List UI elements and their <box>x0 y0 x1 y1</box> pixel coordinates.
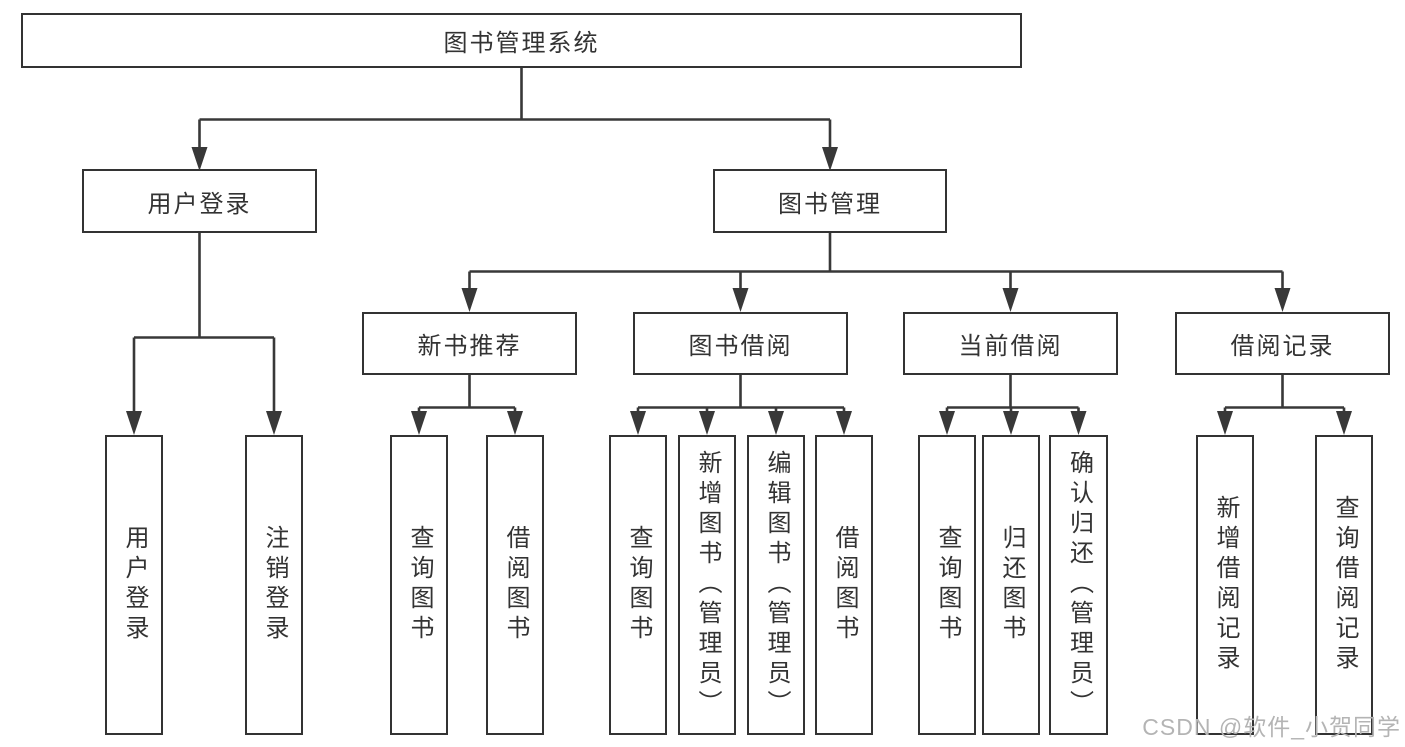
node-label: 借阅图书 <box>502 525 529 645</box>
connector-records-trunk <box>1225 375 1344 409</box>
node-label: 新书推荐 <box>417 333 522 360</box>
leaf-edit-book-admin: 编辑图书（管理员） <box>747 435 805 735</box>
leaf-user-login: 用户登录 <box>105 435 163 735</box>
node-label: 查询图书 <box>934 525 961 645</box>
node-label: 注销登录 <box>261 525 288 645</box>
node-label: 借阅图书 <box>831 525 858 645</box>
node-label: 当前借阅 <box>958 333 1063 360</box>
connector-book-management-trunk <box>469 233 1283 273</box>
node-user-login-group: 用户登录 <box>82 169 317 233</box>
leaf-add-borrow-record: 新增借阅记录 <box>1196 435 1254 735</box>
node-label: 图书管理系统 <box>443 30 600 57</box>
leaf-add-book-admin: 新增图书（管理员） <box>678 435 736 735</box>
connector-recommend-trunk <box>419 375 515 409</box>
leaf-logout: 注销登录 <box>245 435 303 735</box>
node-label: 归还图书 <box>998 525 1025 645</box>
node-label: 用户登录 <box>147 190 252 218</box>
csdn-watermark: CSDN @软件_小贺同学 <box>1142 714 1401 740</box>
node-book-borrowing: 图书借阅 <box>633 312 848 375</box>
leaf-query-books-current: 查询图书 <box>918 435 976 735</box>
node-label: 查询图书 <box>406 525 433 645</box>
leaf-borrow-books: 借阅图书 <box>815 435 873 735</box>
leaf-borrow-books-recommend: 借阅图书 <box>486 435 544 735</box>
node-borrowing-records: 借阅记录 <box>1175 312 1390 375</box>
node-book-management: 图书管理 <box>713 169 947 233</box>
connector-current-trunk <box>947 375 1079 409</box>
leaf-confirm-return-admin: 确认归还（管理员） <box>1049 435 1108 735</box>
connector-borrowing-trunk <box>638 375 844 409</box>
node-label: 查询图书 <box>625 525 652 645</box>
node-label: 图书管理 <box>778 190 882 218</box>
leaf-query-borrow-record: 查询借阅记录 <box>1315 435 1373 735</box>
leaf-return-book: 归还图书 <box>982 435 1040 735</box>
node-label: 新增图书（管理员） <box>694 450 721 720</box>
node-label: 确认归还（管理员） <box>1065 450 1093 720</box>
connector-root-trunk <box>199 68 830 121</box>
connector-user-login-trunk <box>134 233 274 339</box>
node-label: 借阅记录 <box>1230 333 1335 360</box>
node-current-borrowing: 当前借阅 <box>903 312 1118 375</box>
node-label: 编辑图书（管理员） <box>763 450 790 720</box>
node-label: 新增借阅记录 <box>1212 495 1239 675</box>
node-root-library-system: 图书管理系统 <box>21 13 1022 68</box>
leaf-query-books-borrow: 查询图书 <box>609 435 667 735</box>
node-label: 图书借阅 <box>688 333 793 360</box>
node-label: 查询借阅记录 <box>1331 495 1358 675</box>
node-new-book-recommend: 新书推荐 <box>362 312 577 375</box>
node-label: 用户登录 <box>121 525 148 645</box>
leaf-query-books-recommend: 查询图书 <box>390 435 448 735</box>
